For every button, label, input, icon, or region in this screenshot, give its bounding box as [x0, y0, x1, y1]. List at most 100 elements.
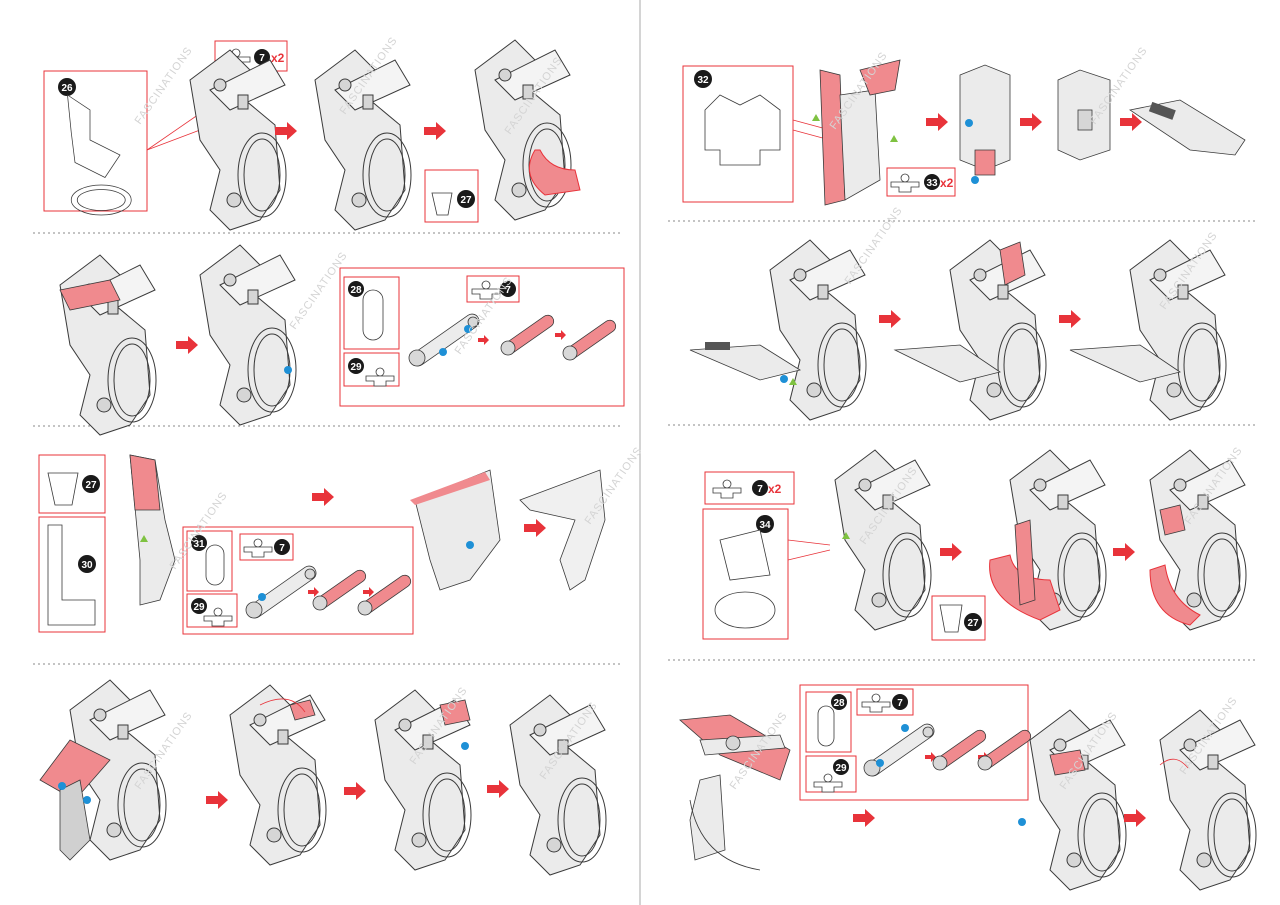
blue-dot-icon — [439, 348, 447, 356]
step-row-right-3: 7 x2 34 27 — [702, 449, 1247, 641]
step-row-left-1: 26 7 x2 27 — [43, 39, 581, 231]
parts-box — [43, 70, 148, 212]
arrow-right-icon — [940, 543, 962, 561]
arrow-right-icon — [1113, 543, 1135, 561]
part-badge-icon: 28 — [831, 694, 847, 710]
svg-text:7: 7 — [259, 53, 265, 64]
green-triangle-icon — [890, 135, 898, 142]
blue-dot-icon — [901, 724, 909, 732]
arrow-right-icon — [1059, 310, 1081, 328]
quantity-label: x2 — [940, 176, 954, 190]
parts-box — [702, 508, 789, 640]
part-badge-icon: 26 — [58, 78, 76, 96]
quantity-label: x2 — [271, 51, 285, 65]
svg-text:31: 31 — [193, 539, 205, 550]
blue-dot-icon — [83, 796, 91, 804]
blue-dot-icon — [1018, 818, 1026, 826]
part-badge-icon: 7 — [254, 49, 270, 65]
svg-text:27: 27 — [967, 618, 979, 629]
step-row-left-4 — [39, 679, 607, 876]
arrow-right-icon — [853, 809, 875, 827]
blue-dot-icon — [284, 366, 292, 374]
arrow-right-icon — [424, 122, 446, 140]
svg-text:29: 29 — [193, 602, 205, 613]
blue-dot-icon — [466, 541, 474, 549]
part-badge-icon: 32 — [694, 70, 712, 88]
arrow-right-icon — [308, 587, 319, 597]
svg-text:27: 27 — [460, 195, 472, 206]
arrow-right-icon — [487, 780, 509, 798]
arrow-right-icon — [312, 488, 334, 506]
step-row-right-2 — [689, 239, 1227, 421]
part-badge-icon: 7 — [892, 694, 908, 710]
svg-text:7: 7 — [279, 543, 285, 554]
part-badge-icon: 27 — [457, 190, 475, 208]
part-number: 26 — [61, 83, 73, 94]
svg-text:29: 29 — [835, 763, 847, 774]
arrow-right-icon — [879, 310, 901, 328]
svg-text:27: 27 — [85, 480, 97, 491]
watermark-text: FASCINATIONS — [133, 45, 196, 127]
parts-box — [682, 65, 794, 203]
arrow-right-icon — [478, 335, 489, 345]
part-badge-icon: 29 — [833, 759, 849, 775]
parts-box — [38, 454, 106, 514]
part-badge-icon: 29 — [348, 358, 364, 374]
blue-dot-icon — [780, 375, 788, 383]
blue-dot-icon — [461, 742, 469, 750]
step-row-right-4: 28 29 7 — [679, 684, 1257, 891]
arrow-right-icon — [206, 791, 228, 809]
svg-text:32: 32 — [697, 75, 709, 86]
blue-dot-icon — [58, 782, 66, 790]
blue-dot-icon — [965, 119, 973, 127]
green-triangle-icon — [812, 114, 820, 121]
svg-text:28: 28 — [833, 698, 845, 709]
part-badge-icon: 28 — [348, 281, 364, 297]
arrow-right-icon — [524, 519, 546, 537]
svg-text:30: 30 — [81, 560, 93, 571]
svg-text:29: 29 — [350, 362, 362, 373]
part-badge-icon: 31 — [191, 535, 207, 551]
part-badge-icon: 30 — [78, 555, 96, 573]
part-badge-icon: 27 — [964, 613, 982, 631]
arrow-right-icon — [363, 587, 374, 597]
arrow-right-icon — [1124, 809, 1146, 827]
part-badge-icon: 29 — [191, 598, 207, 614]
step-dividers — [33, 220, 1258, 665]
green-triangle-icon — [842, 532, 850, 539]
part-badge-icon: 7 — [500, 281, 516, 297]
part-badge-icon: 7 — [752, 480, 768, 496]
green-triangle-icon — [140, 535, 148, 542]
assembly-box — [339, 267, 625, 407]
svg-text:7: 7 — [897, 698, 903, 709]
arrow-right-icon — [555, 330, 566, 340]
svg-text:7: 7 — [505, 285, 511, 296]
arrow-right-icon — [926, 113, 948, 131]
parts-box — [38, 516, 106, 633]
part-drawing — [67, 94, 132, 216]
svg-text:33: 33 — [926, 178, 938, 189]
svg-text:34: 34 — [759, 520, 771, 531]
quantity-label: x2 — [768, 482, 782, 496]
arrow-right-icon — [344, 782, 366, 800]
svg-text:7: 7 — [757, 484, 763, 495]
blue-dot-icon — [971, 176, 979, 184]
blue-dot-icon — [876, 759, 884, 767]
watermark-text: FASCINATIONS — [288, 250, 351, 332]
part-badge-icon: 33 — [924, 174, 940, 190]
assembly-box — [799, 684, 1029, 801]
step-row-right-1: 32 33 x2 — [682, 59, 1246, 206]
blue-dot-icon — [464, 325, 472, 333]
arrow-right-icon — [1020, 113, 1042, 131]
blue-dot-icon — [258, 593, 266, 601]
watermark-text: FASCINATIONS — [843, 205, 906, 287]
arrow-right-icon — [275, 122, 297, 140]
step-row-left-3: 27 30 31 29 7 — [38, 454, 606, 635]
arrow-right-icon — [176, 336, 198, 354]
assembly-box — [182, 526, 414, 635]
step-row-left-2: 28 29 7 — [59, 244, 625, 436]
part-badge-icon: 34 — [756, 515, 774, 533]
svg-text:28: 28 — [350, 285, 362, 296]
part-badge-icon: 7 — [274, 539, 290, 555]
